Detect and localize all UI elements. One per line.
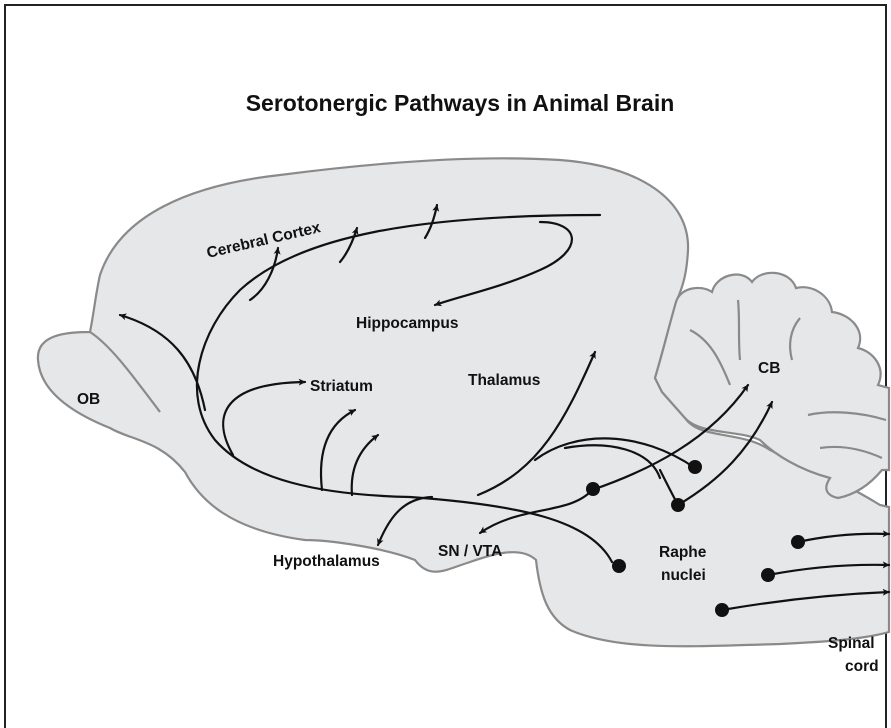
- label-hippocampus: Hippocampus: [356, 315, 458, 332]
- raphe-neuron-dot: [791, 535, 805, 549]
- raphe-neuron-dot: [688, 460, 702, 474]
- raphe-neuron-dot: [671, 498, 685, 512]
- label-cord: cord: [845, 658, 879, 675]
- cerebellum-fold: [738, 300, 740, 360]
- label-hypothalamus: Hypothalamus: [273, 553, 380, 570]
- raphe-neuron-dot: [761, 568, 775, 582]
- label-striatum: Striatum: [310, 378, 373, 395]
- raphe-neuron-dot: [612, 559, 626, 573]
- raphe-neuron-dot: [586, 482, 600, 496]
- label-cb: CB: [758, 360, 780, 377]
- label-raphe: Raphe: [659, 544, 707, 561]
- label-sn-vta: SN / VTA: [438, 543, 502, 560]
- label-spinal: Spinal: [828, 635, 875, 652]
- label-nuclei: nuclei: [661, 567, 706, 584]
- label-ob: OB: [77, 391, 100, 408]
- label-thalamus: Thalamus: [468, 372, 540, 389]
- raphe-neuron-dot: [715, 603, 729, 617]
